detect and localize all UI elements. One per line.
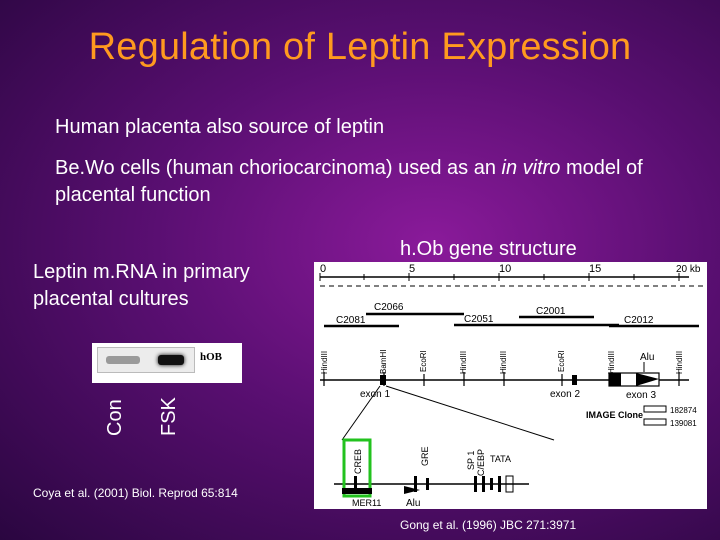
site-hindiii-5: HindIII	[675, 351, 684, 374]
clone-id-2: 139081	[670, 419, 697, 428]
slide-title: Regulation of Leptin Expression	[88, 26, 632, 68]
label-mer11: MER11	[352, 498, 381, 508]
bullet-bewo-italic: in vitro	[501, 157, 561, 179]
scale-tick-0: 0	[320, 263, 326, 275]
bullet-placenta: Human placenta also source of leptin	[55, 116, 385, 138]
element-sp1: SP 1	[466, 451, 476, 470]
left-heading-line2: placental cultures	[33, 288, 189, 310]
clone-c2051: C2051	[464, 314, 494, 325]
site-hindiii-2: HindIII	[459, 351, 468, 374]
gene-structure-map: 0 5 10 15 20 kb C2066 C2081 C2051 C2001 …	[314, 262, 707, 509]
bullet-bewo: Be.Wo cells (human choriocarcinoma) used…	[55, 155, 695, 209]
alu-arrow	[636, 373, 659, 386]
exon2-box	[572, 375, 577, 385]
blot-lane	[97, 347, 195, 373]
exon3-label: exon 3	[626, 390, 656, 401]
right-heading: h.Ob gene structure	[400, 238, 577, 260]
citation-right: Gong et al. (1996) JBC 271:3971	[400, 518, 577, 532]
scale-tick-20: 20 kb	[676, 264, 701, 275]
northern-blot: hOB	[92, 343, 242, 383]
site-ecori-1: EcoRI	[419, 350, 428, 372]
site-hindiii-4: HindIII	[607, 351, 616, 374]
image-clone-label: IMAGE Clone	[586, 410, 643, 420]
lane-label-fsk: FSK	[158, 397, 180, 436]
site-bamhi: BamHI	[379, 350, 388, 374]
scale-tick-5: 5	[409, 263, 415, 275]
clone-c2066: C2066	[374, 302, 404, 313]
left-heading-line1: Leptin m.RNA in primary	[33, 261, 250, 283]
blot-band-con	[106, 356, 140, 364]
site-hindiii-3: HindIII	[499, 351, 508, 374]
bullet-bewo-start: Be.Wo cells (human choriocarcinoma) used…	[55, 157, 502, 179]
clone-c2001: C2001	[536, 306, 566, 317]
blot-band-fsk	[158, 355, 184, 365]
clone-c2012: C2012	[624, 315, 654, 326]
exon1-box	[380, 375, 386, 385]
exon1-label: exon 1	[360, 389, 390, 400]
clone-id-1: 182874	[670, 406, 697, 415]
element-creb: CREB	[353, 449, 363, 474]
scale-tick-15: 15	[589, 263, 601, 275]
blot-band-label: hOB	[200, 351, 223, 363]
label-alu-bottom: Alu	[406, 498, 420, 509]
site-hindiii-1: HindIII	[320, 351, 329, 374]
site-ecori-2: EcoRI	[557, 350, 566, 372]
element-cebp: C/EBP	[476, 449, 486, 476]
bullet-bewo-end: model of placental function	[55, 157, 643, 206]
scale-tick-10: 10	[499, 263, 511, 275]
citation-left: Coya et al. (2001) Biol. Reprod 65:814	[33, 486, 238, 500]
element-gre: GRE	[420, 446, 430, 466]
element-tata: TATA	[490, 454, 511, 464]
alu-top-label: Alu	[640, 352, 654, 363]
lane-label-con: Con	[104, 399, 126, 436]
clone-c2081: C2081	[336, 315, 366, 326]
creb-highlight	[342, 438, 372, 498]
exon2-label: exon 2	[550, 389, 580, 400]
